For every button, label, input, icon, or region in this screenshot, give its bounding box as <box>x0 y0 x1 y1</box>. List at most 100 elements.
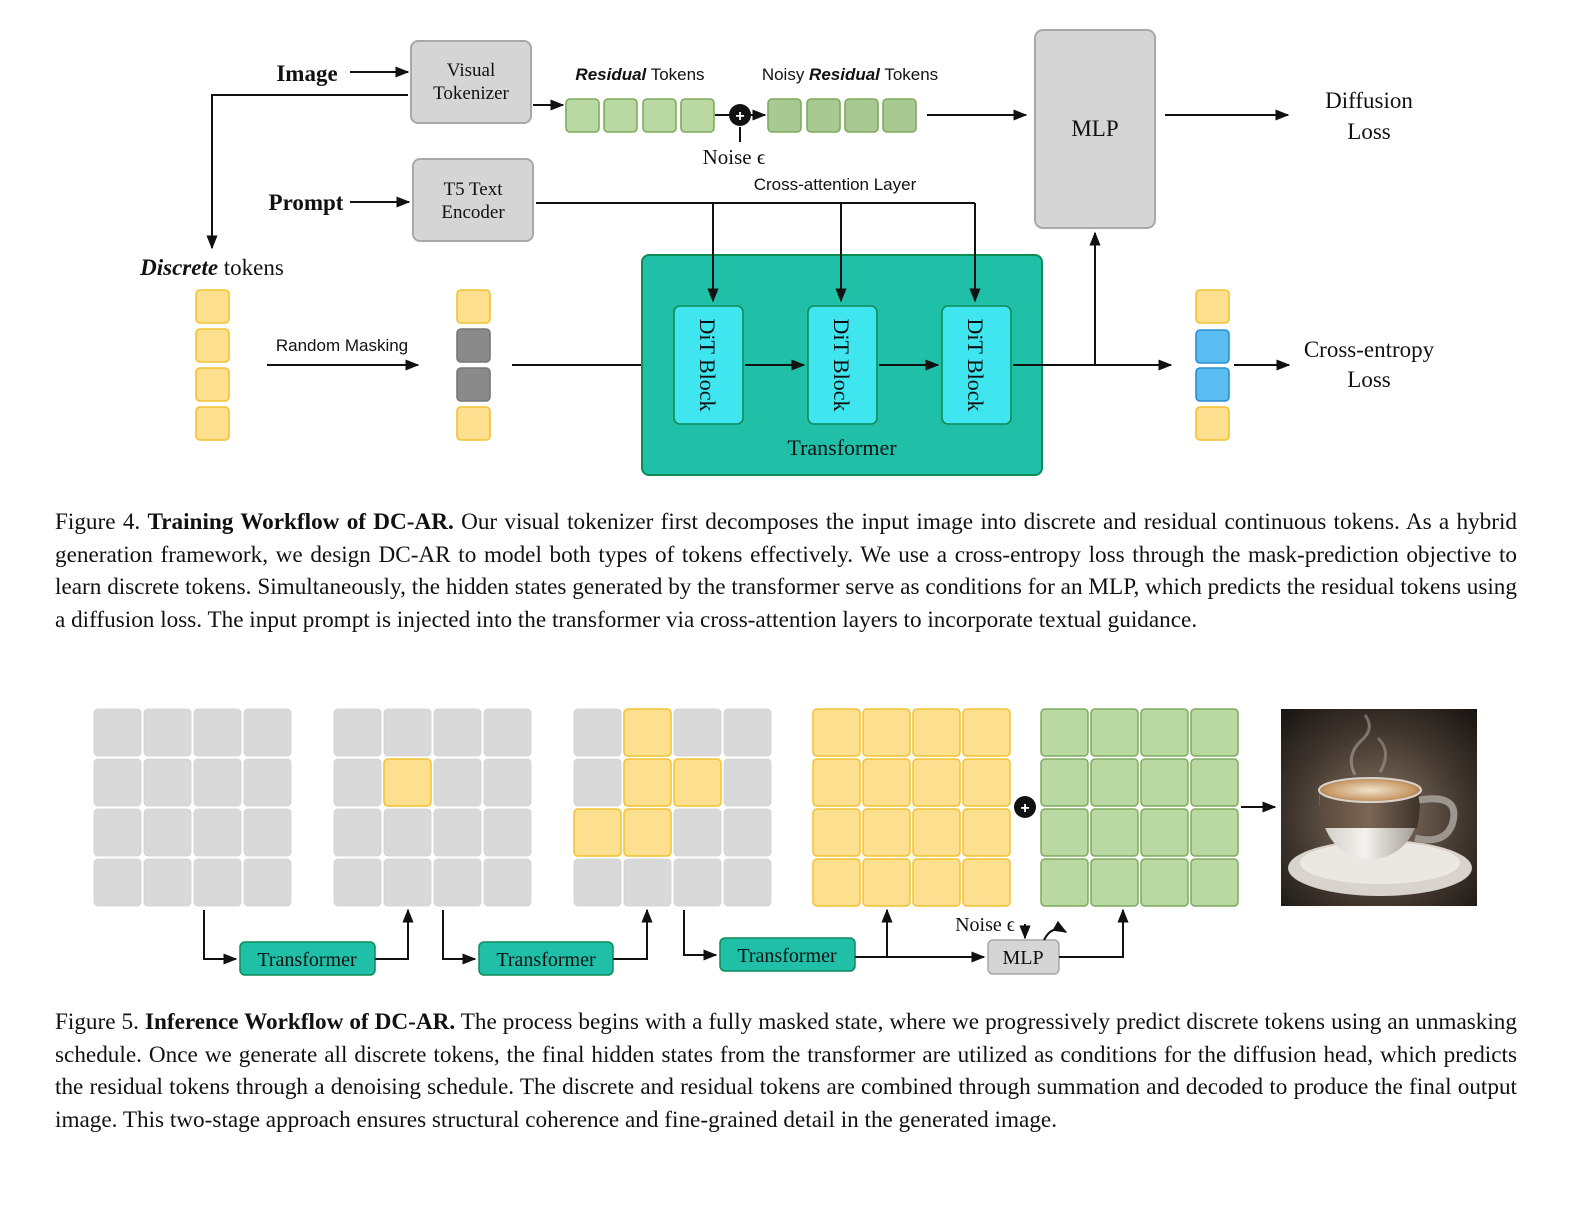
noisy-residual-tokens <box>767 98 917 133</box>
grid-token <box>143 758 192 807</box>
predicted-token <box>1195 329 1230 364</box>
grid-token <box>573 758 622 807</box>
grid-token <box>243 858 292 907</box>
grid-token <box>812 708 861 757</box>
caption5-lead: Figure 5. <box>55 1009 145 1035</box>
noisy-token <box>882 98 917 133</box>
residual-token <box>680 98 715 133</box>
random-masking-label: Random Masking <box>276 336 408 355</box>
prompt-label: Prompt <box>269 190 344 215</box>
grid-token <box>383 758 432 807</box>
arrow-grid2-to-transformer2 <box>442 910 477 965</box>
t5-encoder-line1: T5 Text <box>443 179 503 200</box>
grid-token <box>1140 708 1189 757</box>
t5-encoder-box <box>412 158 534 242</box>
masked-token <box>456 367 491 402</box>
grid-token <box>143 708 192 757</box>
plus-symbol: + <box>735 108 744 125</box>
plus-icon <box>1014 796 1036 818</box>
noisy-token <box>767 98 802 133</box>
grid-token <box>673 858 722 907</box>
output-image <box>1281 709 1477 906</box>
grid-token <box>433 708 482 757</box>
grid-token <box>962 758 1011 807</box>
grid-token <box>1040 808 1089 857</box>
token-grid-3 <box>573 708 772 907</box>
residual-token <box>603 98 638 133</box>
arrow-grid3-to-transformer3 <box>683 910 718 961</box>
mlp-label: MLP <box>1071 116 1118 141</box>
grid-token <box>193 708 242 757</box>
discrete-token <box>195 289 230 324</box>
arrow-transformer1-to-grid2 <box>375 908 414 960</box>
ce-loss-line1: Cross-entropy <box>1304 337 1435 362</box>
residual-token <box>642 98 677 133</box>
dit-block-1: DiT Block <box>673 305 744 425</box>
predicted-token <box>1195 367 1230 402</box>
grid-token <box>193 858 242 907</box>
diffusion-loss-line2: Loss <box>1347 119 1391 144</box>
grid-token <box>483 808 532 857</box>
token-grids <box>93 708 1239 907</box>
grid-token <box>962 808 1011 857</box>
grid-token <box>1090 758 1139 807</box>
grid-token <box>862 708 911 757</box>
visual-tokenizer-line2: Tokenizer <box>433 83 509 104</box>
grid-token <box>912 858 961 907</box>
predicted-token <box>1195 406 1230 441</box>
discrete-tokens <box>195 289 230 441</box>
grid-token <box>1140 808 1189 857</box>
grid-token <box>812 858 861 907</box>
transformer-box-3 <box>719 937 856 972</box>
grid-token <box>1190 708 1239 757</box>
grid-token <box>383 708 432 757</box>
grid-token <box>483 758 532 807</box>
figure-4-caption: Figure 4. Training Workflow of DC-AR. Ou… <box>55 506 1517 636</box>
grid-token <box>673 808 722 857</box>
discrete-token <box>195 406 230 441</box>
grid-token <box>573 808 622 857</box>
figure-4: Image Visual Tokenizer Residual Tokens +… <box>139 29 1435 476</box>
noisy-residual-tokens-label: Noisy Residual Tokens <box>762 65 938 84</box>
masked-token <box>456 289 491 324</box>
plus-icon <box>729 104 751 126</box>
mlp-label-fig5: MLP <box>1002 947 1043 969</box>
grid-token <box>433 858 482 907</box>
grid-token <box>333 758 382 807</box>
grid-token <box>93 758 142 807</box>
grid-token <box>723 858 772 907</box>
dit-block-2: DiT Block <box>807 305 878 425</box>
grid-token <box>243 758 292 807</box>
grid-token <box>862 808 911 857</box>
grid-token <box>433 758 482 807</box>
masked-token <box>456 406 491 441</box>
arrow-grid1-to-transformer1 <box>203 910 238 965</box>
arrow-mlp-to-residual-grid <box>1059 908 1129 958</box>
grid-token <box>243 708 292 757</box>
masked-tokens <box>456 289 491 441</box>
grid-token <box>1190 858 1239 907</box>
grid-token <box>1040 758 1089 807</box>
grid-token <box>723 808 772 857</box>
dit-block-label: DiT Block <box>829 318 854 411</box>
grid-token <box>623 758 672 807</box>
grid-token <box>1090 808 1139 857</box>
token-grid-1 <box>93 708 292 907</box>
residual-token <box>565 98 600 133</box>
grid-token <box>962 708 1011 757</box>
grid-token <box>673 758 722 807</box>
token-grid-4 <box>812 708 1011 907</box>
grid-token <box>383 858 432 907</box>
visual-tokenizer-line1: Visual <box>447 60 495 81</box>
caption4-body: Our visual tokenizer first decomposes th… <box>55 509 1517 633</box>
arrow-tokenizer-to-discrete <box>206 94 408 250</box>
figure-5: + Transformer Transformer Transformer <box>93 708 1477 976</box>
dit-block-label: DiT Block <box>695 318 720 411</box>
grid-token <box>93 808 142 857</box>
visual-tokenizer-box <box>410 40 532 124</box>
plus-symbol: + <box>1020 800 1029 817</box>
grid-token <box>1040 858 1089 907</box>
grid-token <box>1090 858 1139 907</box>
token-grid-5 <box>1040 708 1239 907</box>
grid-token <box>433 808 482 857</box>
